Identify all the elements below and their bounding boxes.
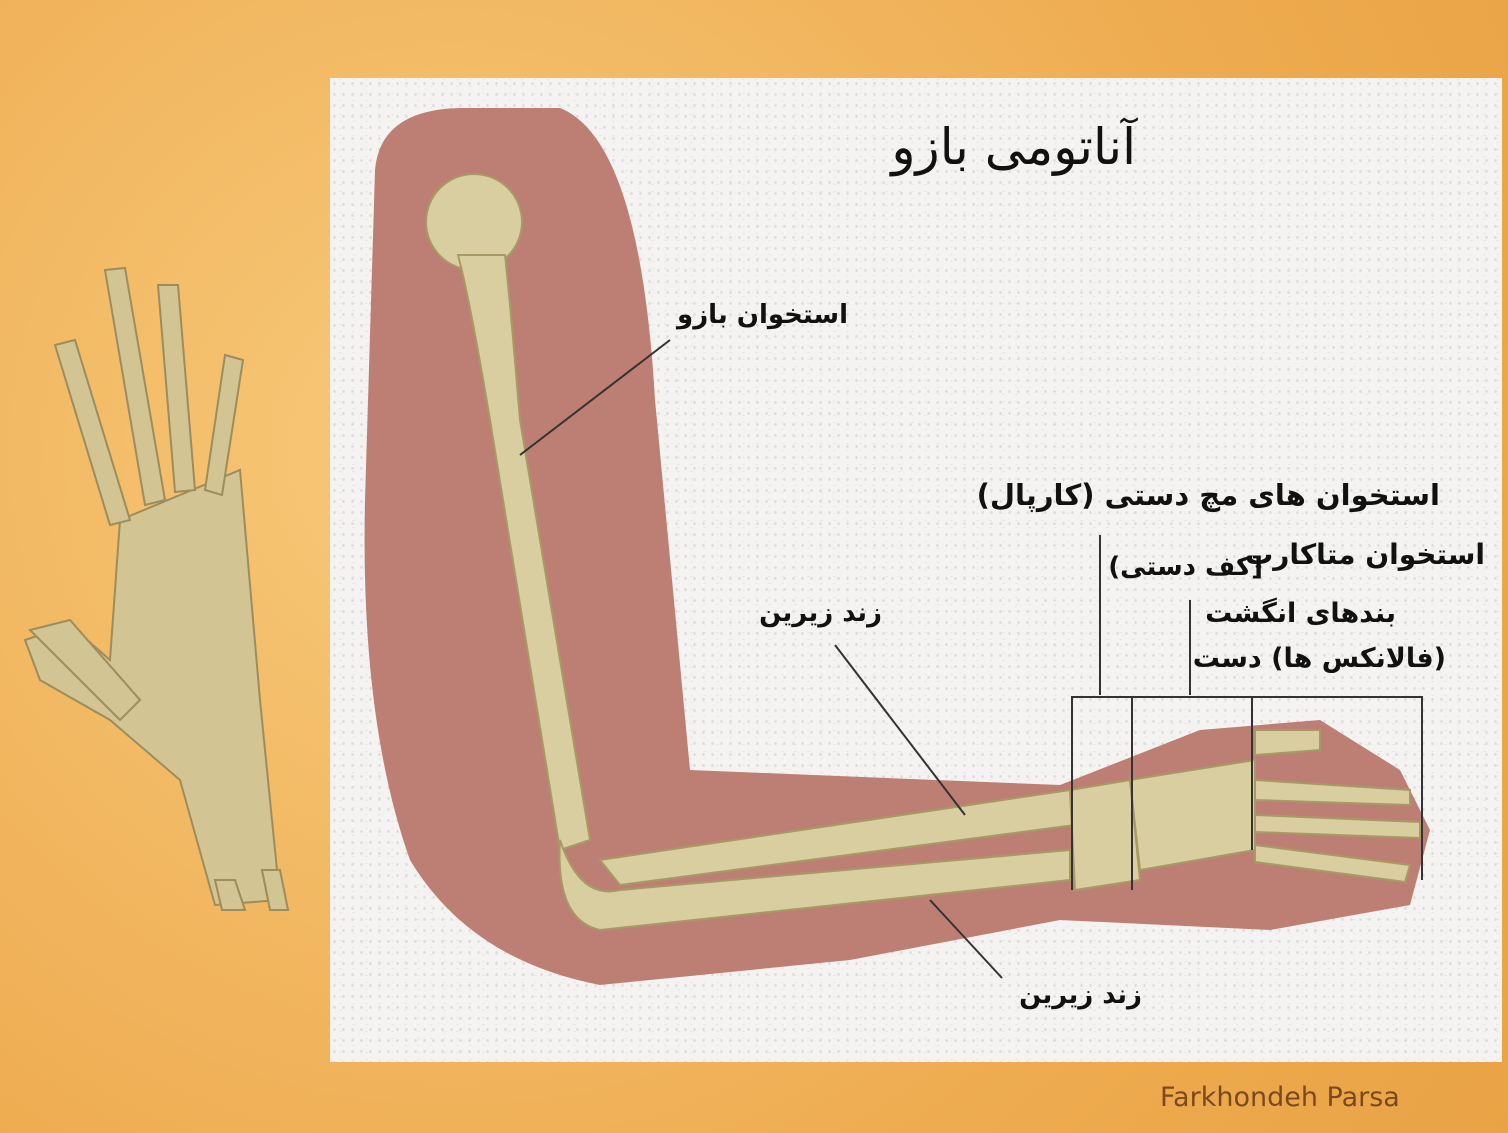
arm-skin xyxy=(364,108,1431,985)
thumb xyxy=(28,618,142,722)
label-metacarpals-line1: استخوان متاکارپ xyxy=(1245,538,1485,571)
phalanx xyxy=(1254,813,1421,840)
label-forearm-upper: زند زیرین xyxy=(759,598,882,628)
finger xyxy=(103,266,167,507)
humerus xyxy=(456,254,592,852)
ulna xyxy=(558,839,1071,932)
label-carpals: استخوان های مچ دستی (کارپال) xyxy=(976,478,1440,512)
author-footer: Farkhondeh Parsa xyxy=(1160,1082,1400,1113)
label-phalanges-line2: (فالانکس ها) دست xyxy=(1192,643,1446,674)
finger xyxy=(156,284,197,494)
label-humerus: استخوان بازو xyxy=(677,300,848,330)
label-phalanges-line1: بندهای انگشت xyxy=(1205,598,1396,629)
bones xyxy=(425,173,1421,932)
slide-title: آناتومی بازو xyxy=(891,118,1136,176)
phalanx xyxy=(1254,843,1412,884)
label-forearm-lower: زند زیرین xyxy=(1019,980,1142,1010)
finger xyxy=(53,338,132,527)
finger xyxy=(203,353,245,497)
phalanx xyxy=(1254,729,1321,757)
metacarpals xyxy=(1128,758,1256,872)
label-metacarpals-line2: [کف دستی) xyxy=(1108,552,1263,582)
forearm-bones xyxy=(213,869,290,911)
leader-lines xyxy=(519,339,1423,979)
phalanx xyxy=(1254,778,1411,807)
carpals xyxy=(1068,778,1142,892)
